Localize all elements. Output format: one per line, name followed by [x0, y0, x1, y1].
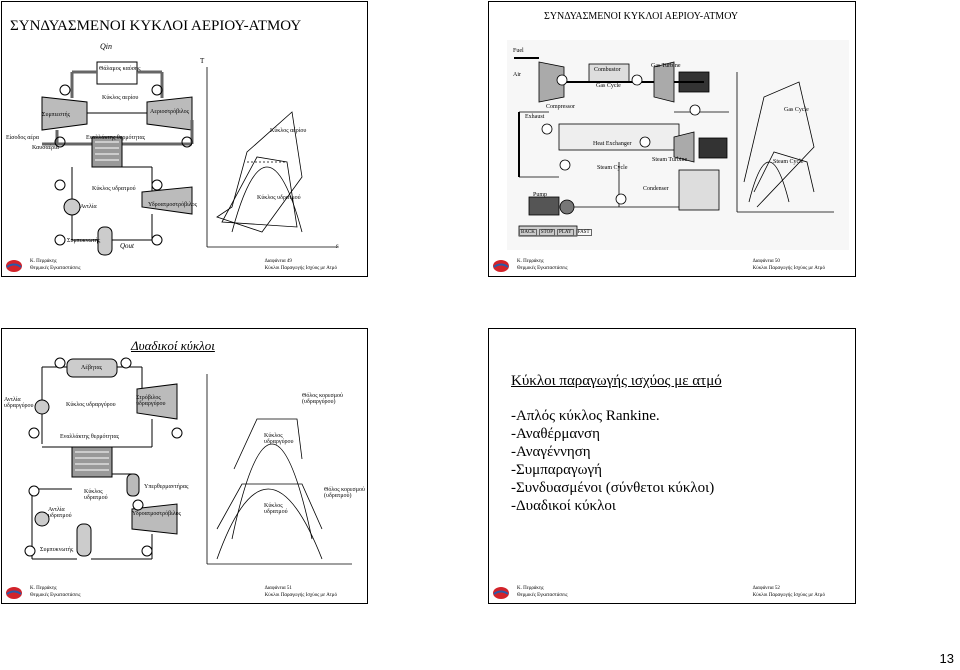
- footer-slide-number: Διαφάνεια 49: [265, 258, 337, 265]
- footer-slide-number: Διαφάνεια 50: [753, 258, 825, 265]
- fuel-label: Fuel: [513, 48, 524, 54]
- qin-label: Qin: [100, 42, 112, 51]
- footer-author: Κ. Περράκης: [517, 258, 568, 265]
- university-logo-icon: [492, 586, 510, 600]
- university-logo-icon: [5, 586, 23, 600]
- ts-s-axis-label: s: [336, 242, 339, 250]
- condenser-label: Συμπυκνωτής: [67, 238, 100, 244]
- heat-exchanger-label: Εναλλάκτης θερμότητας: [86, 135, 145, 141]
- air-inlet-label: Είσοδος αέρα: [6, 135, 39, 141]
- ts-water-cycle-label: Κύκλος υδρατμού: [264, 503, 300, 515]
- footer-slide-number: Διαφάνεια 52: [753, 585, 825, 592]
- slide-52: Κύκλοι παραγωγής ισχύος με ατμό -Απλός κ…: [488, 328, 856, 604]
- compressor-label: Συμπιεστής: [42, 112, 70, 118]
- pump-label: Pump: [533, 192, 547, 198]
- pump-label: Αντλία: [80, 204, 97, 210]
- animation-controls: BACK STOP PLAY FAST: [519, 229, 592, 236]
- footer-course: Θερμικές Εγκαταστάσεις: [517, 265, 568, 272]
- superheater-label: Υπερθερμαντήρας: [144, 484, 188, 490]
- gas-cycle-label: Κύκλος αερίου: [102, 95, 138, 101]
- mercury-pump-label: Αντλία υδραργύρου: [4, 397, 36, 409]
- condenser-label: Συμπυκνωτής: [40, 547, 73, 553]
- condenser-label: Condenser: [643, 186, 669, 192]
- stop-button[interactable]: STOP: [539, 229, 555, 236]
- binary-cycle-schematic: [2, 329, 368, 604]
- steam-cycle-label: Steam Cycle: [597, 165, 628, 171]
- slide-50: ΣΥΝΔΥΑΣΜΕΝΟΙ ΚΥΚΛΟΙ ΑΕΡΙΟΥ-ΑΤΜΟΥ: [488, 1, 856, 277]
- mercury-dome-label: Θόλος κορεσμού (υδραργύρου): [302, 393, 362, 405]
- heat-exchanger-label: Εναλλάκτης θερμότητας: [60, 434, 119, 440]
- bullet-item: -Αναγέννηση: [511, 443, 714, 461]
- compressor-label: Compressor: [546, 104, 575, 110]
- footer-course: Θερμικές Εγκαταστάσεις: [517, 592, 568, 599]
- footer-course: Θερμικές Εγκαταστάσεις: [30, 265, 81, 272]
- bullet-item: -Απλός κύκλος Rankine.: [511, 407, 714, 425]
- combined-cycle-schematic: [2, 2, 368, 277]
- footer-author: Κ. Περράκης: [517, 585, 568, 592]
- ts-gas-cycle-label: Κύκλος αέρίου: [270, 128, 306, 134]
- bullet-item: -Αναθέρμανση: [511, 425, 714, 443]
- ts-t-axis-label: T: [200, 57, 204, 65]
- mercury-cycle-label: Κύκλος υδραργύρου: [66, 402, 116, 408]
- back-button[interactable]: BACK: [519, 229, 537, 236]
- gas-turbine-label: Αεριοστρόβιλος: [150, 109, 189, 115]
- footer-topic: Κύκλοι Παραγωγής Ισχύος με Ατμό: [265, 592, 337, 599]
- mercury-turbine-label: Στρόβιλος υδραργύρου: [136, 395, 180, 407]
- steam-turbine-label: Υδροατμοστρόβιλος: [132, 511, 181, 517]
- exhaust-label: Καυσαέρια: [32, 145, 59, 151]
- combustor-label: Combustor: [594, 67, 621, 73]
- university-logo-icon: [5, 259, 23, 273]
- ts-steam-cycle-label: Κύκλος υδρατμού: [257, 195, 301, 201]
- boiler-label: Λέβητας: [81, 365, 102, 371]
- ts-gas-cycle-label: Gas Cycle: [784, 107, 809, 113]
- page-number: 13: [940, 651, 954, 666]
- combustion-chamber-label: Θάλαμος καύσης: [99, 66, 140, 72]
- water-cycle-label: Κύκλος υδρατμού: [84, 489, 122, 501]
- footer-author: Κ. Περράκης: [30, 258, 81, 265]
- fast-button[interactable]: FAST: [576, 229, 592, 236]
- slide-title: Κύκλοι παραγωγής ισχύος με ατμό: [511, 373, 722, 390]
- gas-cycle-label: Gas Cycle: [596, 83, 621, 89]
- university-logo-icon: [492, 259, 510, 273]
- footer-topic: Κύκλοι Παραγωγής Ισχύος με Ατμό: [753, 592, 825, 599]
- footer-slide-number: Διαφάνεια 51: [265, 585, 337, 592]
- play-button[interactable]: PLAY: [557, 229, 574, 236]
- slide-49: ΣΥΝΔΥΑΣΜΕΝΟΙ ΚΥΚΛΟΙ ΑΕΡΙΟΥ-ΑΤΜΟΥ: [1, 1, 368, 277]
- footer-topic: Κύκλοι Παραγωγής Ισχύος με Ατμό: [753, 265, 825, 272]
- bullet-item: -Δυαδικοί κύκλοι: [511, 497, 714, 515]
- slide-51: Δυαδικοί κύκλοι: [1, 328, 368, 604]
- bullet-list: -Απλός κύκλος Rankine. -Αναθέρμανση -Ανα…: [511, 407, 714, 515]
- qout-label: Qout: [120, 242, 134, 250]
- steam-turbine-label: Steam Turbine: [652, 157, 687, 163]
- ts-steam-cycle-label: Steam Cycle: [773, 159, 804, 165]
- footer-topic: Κύκλοι Παραγωγής Ισχύος με Ατμό: [265, 265, 337, 272]
- footer-author: Κ. Περράκης: [30, 585, 81, 592]
- water-pump-label: Αντλία υδρατμού: [48, 507, 78, 519]
- air-label: Air: [513, 72, 521, 78]
- water-cycle-label: Κύκλος υδρατμού: [92, 186, 136, 192]
- ts-mercury-cycle-label: Κύκλος υδραργύρου: [264, 433, 300, 445]
- bullet-item: -Συμπαραγωγή: [511, 461, 714, 479]
- bullet-item: -Συνδυασμένοι (σύνθετοι κύκλοι): [511, 479, 714, 497]
- gas-turbine-label: Gas Turbine: [651, 63, 681, 69]
- footer-course: Θερμικές Εγκαταστάσεις: [30, 592, 81, 599]
- exhaust-label: Exhaust: [525, 114, 544, 120]
- heat-exchanger-label: Heat Exchanger: [593, 141, 631, 147]
- water-dome-label: Θόλος κορεσμού (υδρατμού): [324, 487, 368, 499]
- steam-turbine-label: Υδροατμοστρόβιλος: [148, 202, 197, 208]
